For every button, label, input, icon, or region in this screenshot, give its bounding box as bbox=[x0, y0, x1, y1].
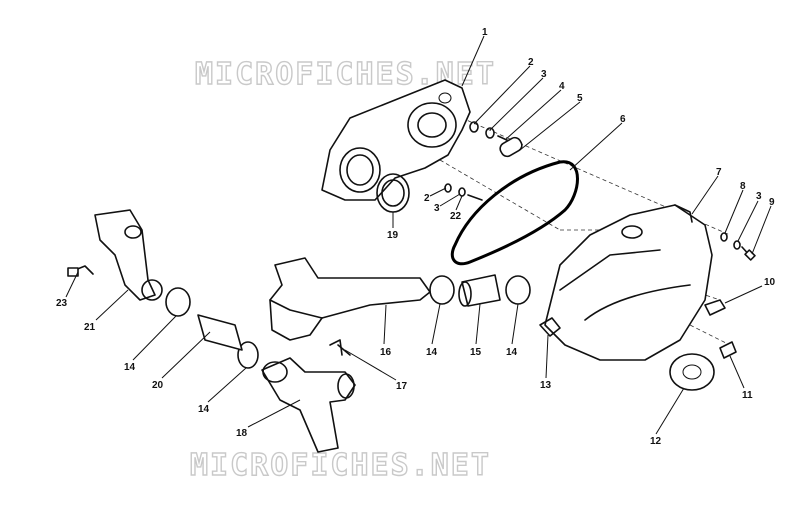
callout-14c: 14 bbox=[198, 404, 210, 415]
seal-ring bbox=[376, 173, 410, 213]
lower-air-duct bbox=[261, 357, 356, 453]
callout-11: 11 bbox=[742, 390, 753, 401]
cover-clamp bbox=[539, 317, 561, 337]
callout-5: 5 bbox=[577, 93, 583, 104]
hose-clamps bbox=[165, 275, 531, 369]
callout-14d: 14 bbox=[124, 362, 136, 373]
watermark-bottom: MICROFICHES.NET bbox=[190, 448, 491, 483]
callout-9: 9 bbox=[769, 197, 775, 208]
left-air-duct bbox=[67, 209, 163, 301]
callout-3b: 3 bbox=[756, 191, 762, 202]
leader-lines bbox=[65, 35, 772, 435]
callout-22: 22 bbox=[450, 211, 462, 222]
callout-23: 23 bbox=[56, 298, 68, 309]
large-washer bbox=[669, 353, 715, 391]
callout-15: 15 bbox=[470, 347, 482, 358]
callouts: 1 2 3 4 5 6 7 8 3 9 10 11 12 13 14 15 14… bbox=[56, 27, 776, 447]
outer-clutch-cover bbox=[544, 204, 713, 361]
watermark-top: MICROFICHES.NET bbox=[195, 57, 496, 92]
callout-16: 16 bbox=[380, 347, 392, 358]
callout-3: 3 bbox=[541, 69, 547, 80]
callout-6: 6 bbox=[620, 114, 626, 125]
callout-3c: 3 bbox=[434, 203, 440, 214]
drive-belt bbox=[450, 160, 579, 266]
callout-19: 19 bbox=[387, 230, 399, 241]
callout-2b: 2 bbox=[424, 193, 430, 204]
main-air-duct bbox=[269, 257, 431, 356]
callout-13: 13 bbox=[540, 380, 552, 391]
callout-17: 17 bbox=[396, 381, 408, 392]
callout-4: 4 bbox=[559, 81, 565, 92]
callout-18: 18 bbox=[236, 428, 248, 439]
latch bbox=[704, 299, 726, 316]
callout-2: 2 bbox=[528, 57, 534, 68]
callout-10: 10 bbox=[764, 277, 776, 288]
callout-21: 21 bbox=[84, 322, 96, 333]
callout-20: 20 bbox=[152, 380, 164, 391]
callout-1: 1 bbox=[482, 27, 488, 38]
callout-14a: 14 bbox=[426, 347, 438, 358]
hose-left bbox=[197, 314, 243, 351]
cover-fasteners bbox=[720, 232, 756, 261]
plug bbox=[719, 341, 737, 359]
inner-cover-plate bbox=[321, 79, 471, 201]
washers-and-bolts bbox=[444, 121, 523, 201]
callout-14b: 14 bbox=[506, 347, 518, 358]
callout-8: 8 bbox=[740, 181, 746, 192]
callout-12: 12 bbox=[650, 436, 662, 447]
hose-right bbox=[458, 274, 501, 307]
callout-7: 7 bbox=[716, 167, 722, 178]
screw bbox=[337, 344, 351, 356]
